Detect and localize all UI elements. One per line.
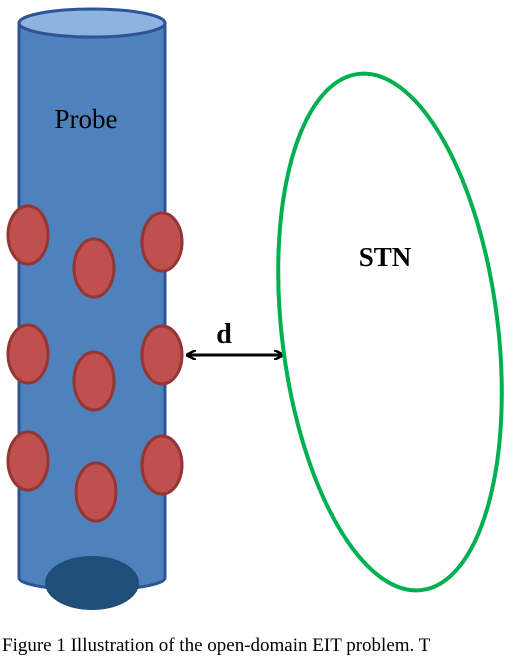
probe-label: Probe xyxy=(55,104,118,134)
electrodes xyxy=(6,204,184,523)
distance-label: d xyxy=(216,319,232,350)
electrode xyxy=(140,211,184,273)
figure-caption: Figure 1 Illustration of the open-domain… xyxy=(2,635,431,656)
electrode xyxy=(6,204,50,266)
electrode xyxy=(6,323,50,385)
electrode xyxy=(140,324,184,386)
electrode xyxy=(6,430,50,492)
stn-outline xyxy=(276,71,504,593)
probe-top-cap xyxy=(17,7,167,39)
stn-region: STN xyxy=(276,71,504,593)
stn-label: STN xyxy=(359,242,412,272)
electrode xyxy=(72,350,116,412)
electrode xyxy=(72,237,116,299)
electrode xyxy=(140,434,184,496)
electrode xyxy=(74,461,118,523)
distance-indicator: d xyxy=(188,319,282,355)
probe-bottom-cap xyxy=(45,556,139,610)
